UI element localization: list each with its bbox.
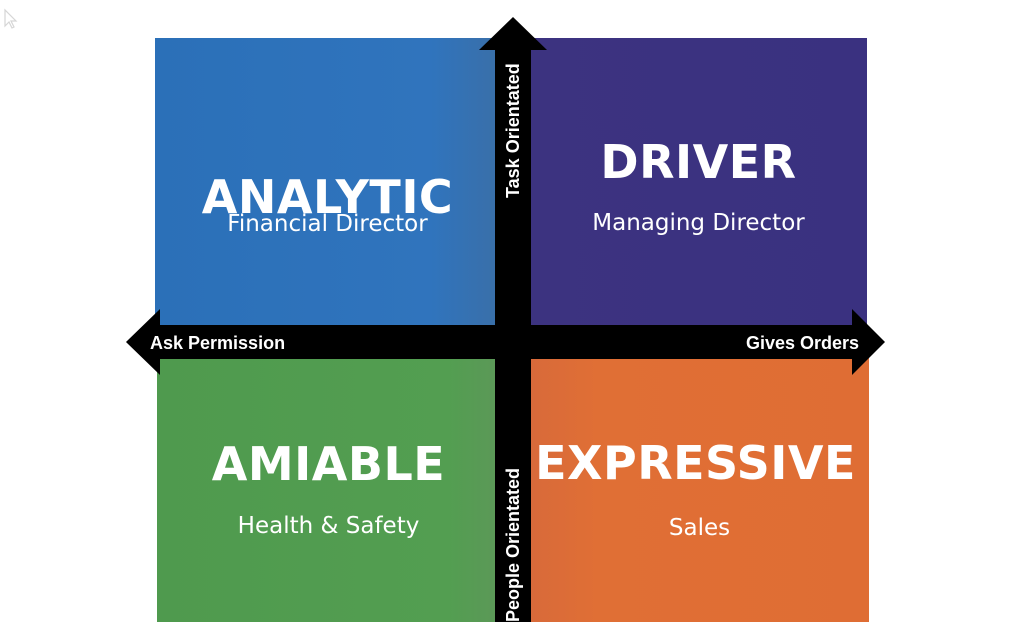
axis-label-gives-orders: Gives Orders bbox=[745, 333, 859, 353]
quadrant-expressive-subtitle: Sales bbox=[668, 515, 731, 541]
cursor-icon bbox=[4, 8, 18, 29]
axis-label-ask-permission: Ask Permission bbox=[150, 333, 286, 353]
right-arrow-icon bbox=[852, 309, 885, 375]
left-arrow-icon bbox=[126, 309, 160, 375]
quadrant-analytic-title: ANALYTIC bbox=[201, 170, 454, 224]
quadrant-amiable-title: AMIABLE bbox=[211, 437, 446, 491]
quadrant-analytic: ANALYTIC Financial Director bbox=[155, 38, 500, 330]
horizontal-axis-bar bbox=[160, 325, 852, 359]
quadrant-expressive-title: EXPRESSIVE bbox=[535, 436, 856, 490]
quadrant-driver-title: DRIVER bbox=[600, 135, 797, 189]
quadrant-driver-subtitle: Managing Director bbox=[592, 210, 805, 236]
quadrant-driver: DRIVER Managing Director bbox=[530, 38, 867, 330]
quadrant-expressive: EXPRESSIVE Sales bbox=[530, 358, 869, 622]
axis-label-people-orientated: People Orientated bbox=[503, 467, 523, 622]
quadrant-amiable-subtitle: Health & Safety bbox=[237, 513, 420, 539]
quadrant-amiable: AMIABLE Health & Safety bbox=[157, 358, 500, 622]
up-arrow-icon bbox=[479, 17, 547, 50]
quadrant-analytic-subtitle: Financial Director bbox=[227, 211, 428, 237]
axis-label-task-orientated: Task Orientated bbox=[503, 63, 523, 198]
